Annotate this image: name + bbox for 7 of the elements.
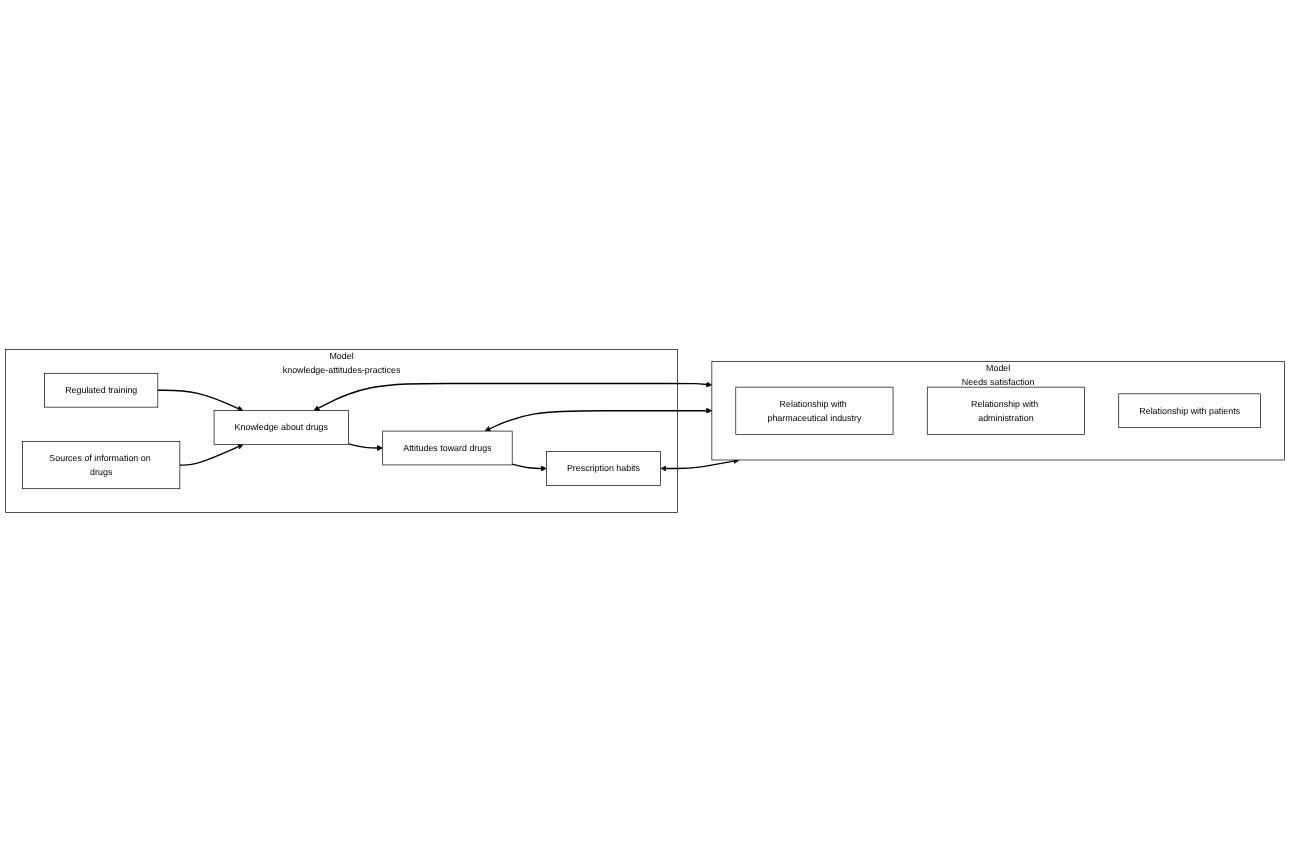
arrow bbox=[484, 407, 713, 432]
arrow bbox=[511, 463, 547, 472]
arrow bbox=[157, 389, 244, 412]
arrow bbox=[313, 381, 713, 411]
arrow bbox=[347, 443, 383, 451]
arrow bbox=[660, 458, 740, 472]
arrow bbox=[179, 443, 244, 466]
